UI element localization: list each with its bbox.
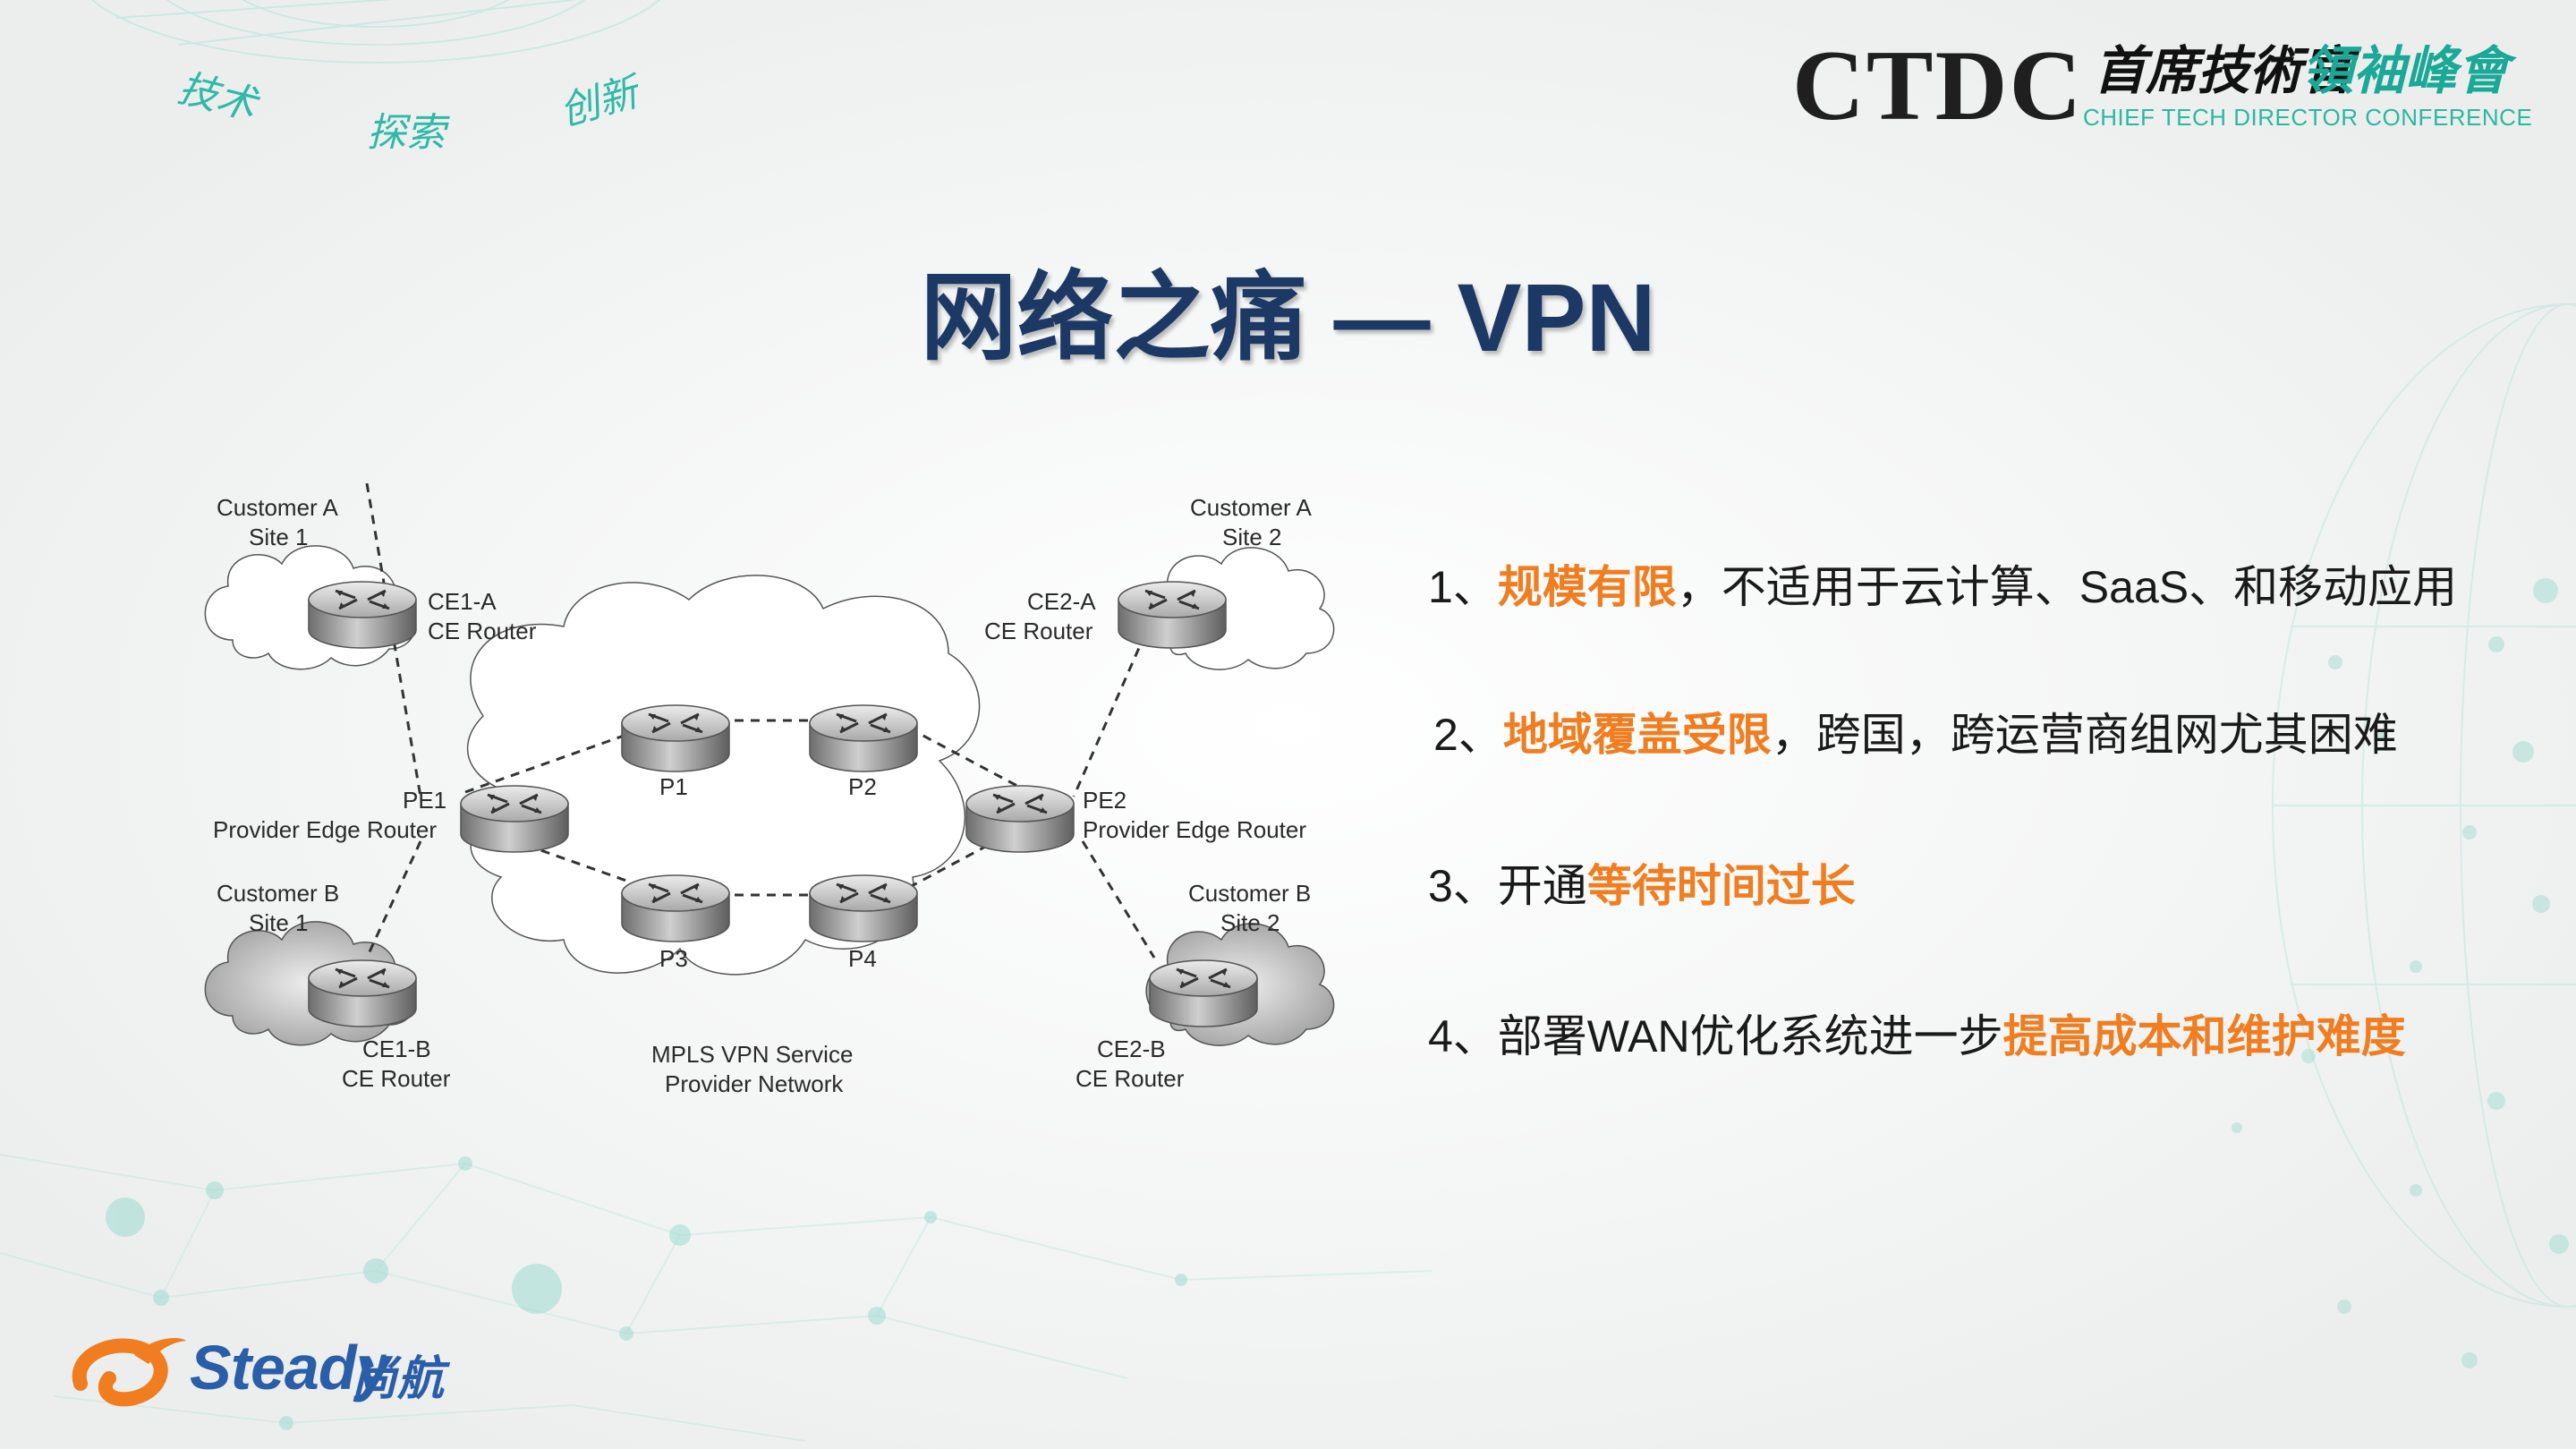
label-customer-a-site2-l1: Customer A (1190, 494, 1312, 521)
label-pe1-l2: Provider Edge Router (213, 816, 437, 843)
label-customer-a-site1-l1: Customer A (217, 494, 338, 521)
point-3: 3、开通等待时间过长 (1428, 850, 1856, 915)
point-1-prefix: 1、 (1428, 562, 1498, 612)
label-ce2a-l1: CE2-A (1027, 588, 1096, 615)
point-3-highlight: 等待时间过长 (1586, 861, 1856, 911)
label-ce1a-l2: CE Router (428, 618, 537, 644)
brand-name: Steady (190, 1333, 391, 1402)
label-customer-b-site2-l1: Customer B (1188, 880, 1311, 907)
label-ce1b-l2: CE Router (342, 1065, 451, 1092)
label-ce2a-l2: CE Router (984, 618, 1093, 644)
label-mpls-l1: MPLS VPN Service (651, 1041, 853, 1068)
label-p3: P3 (659, 945, 688, 972)
label-ce1a-l1: CE1-A (428, 588, 497, 615)
router-ce1-a-icon (307, 580, 418, 650)
router-p2-icon (808, 703, 919, 773)
label-pe2-l2: Provider Edge Router (1083, 816, 1306, 843)
router-p4-icon (808, 874, 919, 943)
motto-explore: 探索 (367, 110, 446, 156)
label-pe1-l1: PE1 (403, 787, 446, 814)
router-ce1-b-icon (307, 959, 418, 1028)
point-1-highlight: 规模有限 (1497, 562, 1677, 612)
label-p2: P2 (848, 773, 877, 800)
label-p1: P1 (659, 773, 688, 800)
router-p1-icon (620, 703, 731, 773)
mpls-vpn-diagram: Customer A Site 1 Customer A Site 2 CE1-… (204, 483, 1335, 1097)
label-ce1b-l1: CE1-B (362, 1036, 431, 1062)
label-customer-b-site1-l1: Customer B (217, 880, 339, 907)
point-2-highlight: 地域覆盖受限 (1502, 710, 1772, 760)
label-customer-a-site2-l2: Site 2 (1222, 524, 1282, 550)
steady-logo-icon (72, 1338, 186, 1407)
point-4-highlight: 提高成本和维护难度 (2002, 1011, 2406, 1061)
point-2-prefix: 2、 (1433, 710, 1503, 760)
label-customer-a-site1-l2: Site 1 (249, 524, 309, 550)
label-customer-b-site2-l2: Site 2 (1220, 909, 1280, 936)
label-p4: P4 (848, 945, 877, 972)
point-4-prefix: 4、部署WAN优化系统进一步 (1428, 1011, 2003, 1061)
point-1-suffix: ，不适用于云计算、SaaS、和移动应用 (1676, 562, 2458, 612)
brand-name-chinese: 尚航 (351, 1353, 445, 1405)
point-2: 2、地域覆盖受限，跨国，跨运营商组网尤其困难 (1433, 699, 2398, 763)
ctdc-logo-word: CTDC (1792, 30, 2084, 141)
router-pe2-icon (965, 784, 1075, 854)
slide-title: 网络之痛 — VPN (920, 263, 1656, 371)
point-1: 1、规模有限，不适用于云计算、SaaS、和移动应用 (1428, 551, 2457, 616)
ctdc-logo-subtitle: CHIEF TECH DIRECTOR CONFERENCE (2083, 104, 2533, 131)
ctdc-logo-chinese-a: 首席技術官 (2094, 40, 2354, 101)
point-2-suffix: ，跨国，跨运营商组网尤其困难 (1771, 710, 2398, 760)
router-ce2-a-icon (1117, 580, 1228, 650)
point-3-prefix: 3、开通 (1428, 861, 1587, 911)
label-pe2-l1: PE2 (1083, 787, 1126, 814)
label-ce2b-l1: CE2-B (1097, 1036, 1166, 1062)
router-pe1-icon (459, 784, 570, 854)
label-customer-b-site1-l2: Site 1 (249, 909, 309, 936)
cloud-mpls-provider-network (466, 575, 981, 976)
router-p3-icon (620, 874, 731, 943)
label-ce2b-l2: CE Router (1075, 1065, 1185, 1092)
ctdc-logo-chinese-b: 領袖峰會 (2301, 40, 2510, 101)
point-4: 4、部署WAN优化系统进一步提高成本和维护难度 (1428, 1001, 2406, 1065)
label-mpls-l2: Provider Network (665, 1070, 844, 1097)
router-ce2-b-icon (1148, 959, 1259, 1028)
